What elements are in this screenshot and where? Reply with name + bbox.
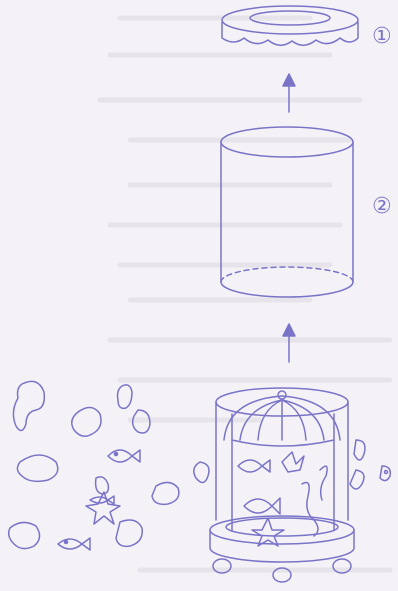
cutout-pieces xyxy=(7,380,180,551)
fish-cutout xyxy=(107,449,141,463)
fish-cutout xyxy=(89,495,115,505)
arrow-up-2 xyxy=(282,323,296,363)
lid-part xyxy=(221,5,359,46)
fish-cutout xyxy=(57,537,91,551)
cylinder-shade-part xyxy=(220,126,354,298)
step-1-label: ① xyxy=(372,24,392,49)
background-text-lines xyxy=(97,15,393,573)
arrow-up-1 xyxy=(282,73,296,113)
assembled-lantern xyxy=(193,387,392,583)
step-2-label: ② xyxy=(372,194,392,219)
starfish-cutout xyxy=(85,491,121,525)
